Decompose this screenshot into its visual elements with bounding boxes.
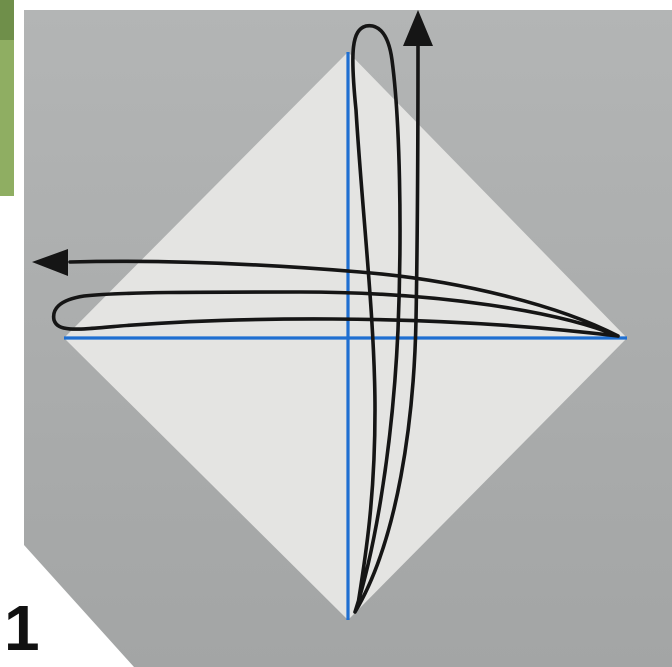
step-number: 1 [4,596,40,660]
photo-strip-shade [0,0,14,40]
